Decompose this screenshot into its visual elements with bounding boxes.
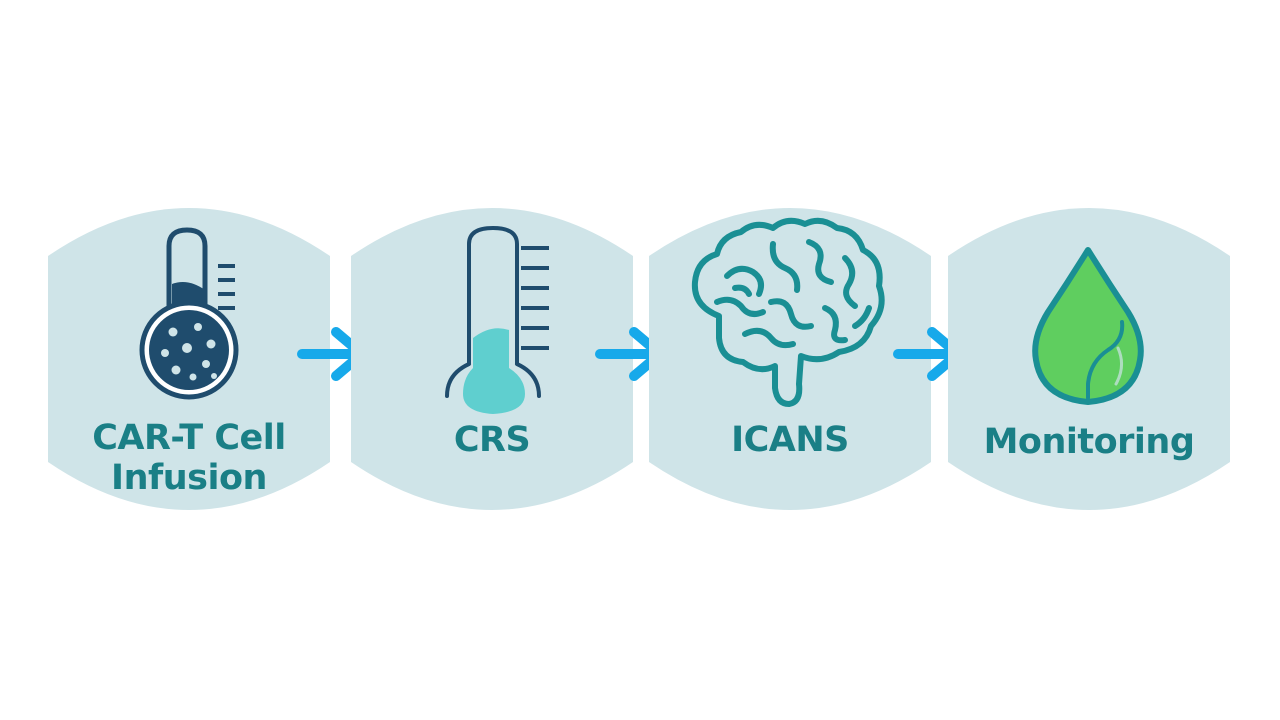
step-label: CRS [453,420,531,460]
step-label: CAR-T Cell Infusion [48,418,330,498]
cell-thermometer-icon [139,227,239,400]
step-label-line-1: CAR-T Cell [92,418,286,458]
step-panel-icans: ICANS [649,198,931,520]
step-label: Monitoring [983,422,1195,462]
step-label-line-2: Infusion [111,458,267,498]
panel-background [649,208,931,510]
step-label: ICANS [731,420,849,460]
step-panel-car-t-infusion: CAR-T Cell Infusion [48,198,330,520]
step-panel-crs: CRS [351,198,633,520]
thermometer-icon [445,225,549,414]
droplet-icon [1032,247,1144,405]
brain-icon [691,217,885,407]
step-panel-monitoring: Monitoring [948,198,1230,520]
